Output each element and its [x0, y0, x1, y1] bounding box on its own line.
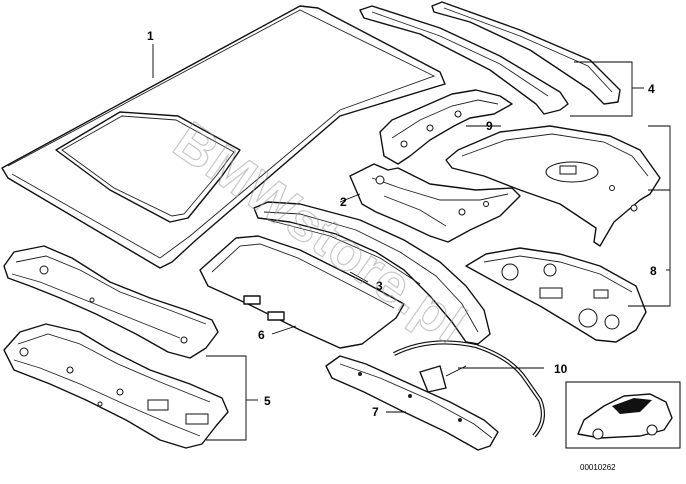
callout-8: 8 [650, 264, 657, 278]
roof-panel [1, 5, 446, 269]
roof-rails [359, 1, 621, 115]
front-header-inner [3, 323, 229, 449]
diagram-number: 00010262 [580, 463, 616, 472]
rear-crossmember [253, 201, 491, 345]
callout-2: 2 [340, 195, 347, 209]
callout-7: 7 [372, 405, 379, 419]
front-roof-frame [3, 245, 219, 359]
rear-frame-piece [379, 89, 513, 165]
callout-3: 3 [376, 279, 383, 293]
rear-shelf-lower [465, 247, 647, 343]
callout-9: 9 [486, 119, 493, 133]
sunroof-panel [199, 235, 405, 349]
callout-6: 6 [258, 328, 265, 342]
c-pillar-panel [349, 163, 521, 243]
callout-1: 1 [147, 29, 154, 43]
callout-numbers: 1 2 3 4 5 6 7 8 9 10 [147, 29, 657, 419]
car-thumbnail: 00010262 [565, 381, 681, 472]
rear-shelf-upper [445, 125, 661, 247]
rear-crossbar [325, 355, 499, 451]
callout-4: 4 [648, 82, 655, 96]
callout-5: 5 [264, 394, 271, 408]
leader-lines [152, 44, 671, 441]
callout-10: 10 [554, 362, 568, 376]
